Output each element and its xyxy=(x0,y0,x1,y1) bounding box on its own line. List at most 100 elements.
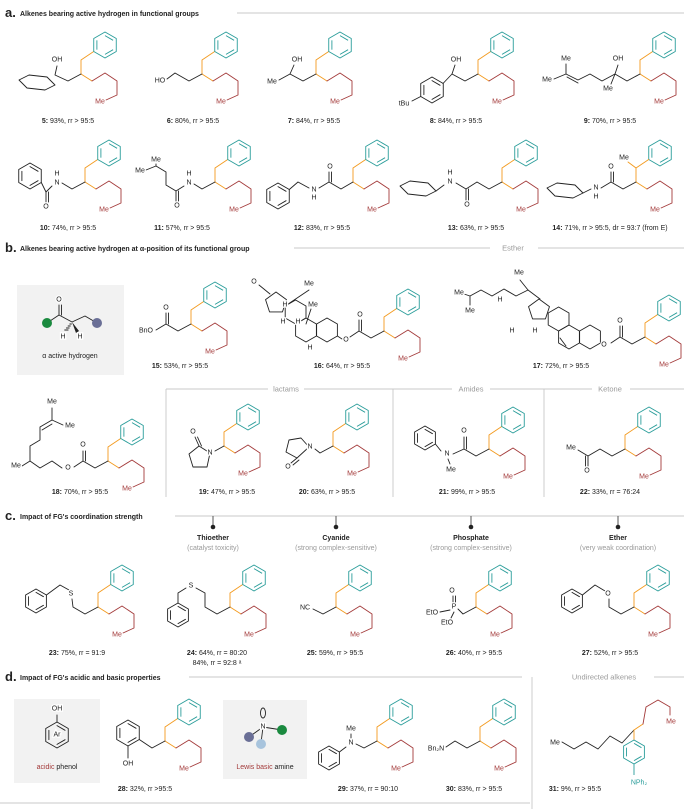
methyl-label: Me xyxy=(330,99,340,106)
compound-caption: 15: 53%, rr > 95:5 xyxy=(152,363,208,370)
bond xyxy=(349,330,360,338)
aromatic-bond xyxy=(400,716,410,722)
atom-label: Me xyxy=(566,445,576,452)
alkyl-chain xyxy=(486,605,513,634)
atom-label: Me xyxy=(465,308,475,315)
compound-caption: 18: 70%, rr > 95:5 xyxy=(52,489,108,496)
new-bond xyxy=(639,73,652,82)
atom-label: O xyxy=(601,342,607,349)
yield-selectivity: 63%, rr > 95:5 xyxy=(309,489,355,496)
atom-label: O xyxy=(343,337,349,344)
bond xyxy=(285,437,310,459)
aromatic-bond xyxy=(108,157,118,163)
phenyl-ring xyxy=(492,698,516,726)
aromatic-bond xyxy=(503,716,513,722)
bond xyxy=(559,337,567,347)
bond xyxy=(289,64,295,75)
methyl-label: Me xyxy=(492,99,502,106)
atom-label: N xyxy=(260,724,265,731)
atom-label: H xyxy=(60,334,65,341)
atom-label: Me xyxy=(135,168,145,175)
new-bond xyxy=(376,718,391,742)
aromatic-bond xyxy=(253,582,263,588)
new-bond xyxy=(80,73,93,82)
bond xyxy=(336,335,343,340)
bond xyxy=(445,740,481,749)
purple-substituent-dot xyxy=(92,318,102,328)
bond xyxy=(338,746,347,753)
yield-selectivity: 71%, rr > 95:5, dr = 93:7 (from E) xyxy=(563,225,668,232)
aromatic-bond xyxy=(657,568,667,574)
phenyl-ring xyxy=(177,698,201,726)
new-bond xyxy=(164,718,179,742)
coordination-tag: Ether(very weak coordination) xyxy=(580,516,656,552)
yield-selectivity: 83%, rr > 95:5 xyxy=(304,225,350,232)
yield-selectivity: 37%, rr = 90:10 xyxy=(348,786,398,793)
phenyl-ring xyxy=(561,588,583,614)
label-accent: acidic xyxy=(37,764,55,771)
yield-selectivity: 32%, rr >95:5 xyxy=(128,786,172,793)
label-rest: phenol xyxy=(54,764,77,771)
compound-caption-alt: 84%, rr = 92:8 ᵃ xyxy=(193,660,242,667)
compound-number: 12: xyxy=(294,225,304,232)
atom-label: O xyxy=(65,465,71,472)
methyl-label: Me xyxy=(654,99,664,106)
yield-selectivity: 99%, rr > 95:5 xyxy=(449,489,495,496)
aromatic-bond xyxy=(501,49,511,55)
section-b-header: b. Alkenes bearing active hydrogen at α-… xyxy=(5,240,684,255)
phenyl-ring xyxy=(637,406,661,434)
bond xyxy=(71,598,99,615)
bond xyxy=(284,289,310,307)
compound-caption: 17: 72%, rr > 95:5 xyxy=(533,363,589,370)
compound-number: 20: xyxy=(299,489,309,496)
aryl-ring xyxy=(420,76,444,104)
aromatic-bond xyxy=(376,157,386,163)
new-bond xyxy=(635,181,648,190)
atom-label: Me xyxy=(603,86,613,93)
new-bond xyxy=(475,584,490,608)
phenyl-ring xyxy=(652,31,676,59)
bond xyxy=(451,64,456,75)
bond xyxy=(312,606,337,615)
alkyl-chain xyxy=(512,180,539,209)
atom-label: O xyxy=(43,204,49,211)
atom-label: OH xyxy=(123,761,134,768)
atom-label: Me xyxy=(514,270,524,277)
alpha-hydrogen-label: α active hydrogen xyxy=(42,353,98,360)
aromatic-bond xyxy=(277,186,287,192)
compound-number: 11: xyxy=(154,225,164,232)
atom-label: H xyxy=(311,195,316,202)
compound-number: 24: xyxy=(187,650,197,657)
bond xyxy=(587,448,626,467)
aromatic-bond xyxy=(35,604,44,611)
compound-number: 17: xyxy=(533,363,543,370)
aromatic-bond xyxy=(525,157,535,163)
aromatic-bond xyxy=(188,702,198,708)
aromatic-bond xyxy=(499,582,509,588)
methyl-label: Me xyxy=(244,632,254,639)
yield-selectivity: 80%, rr > 95:5 xyxy=(173,118,219,125)
bond xyxy=(29,419,63,469)
bond xyxy=(452,448,465,455)
new-bond xyxy=(190,301,205,325)
methyl-label: Me xyxy=(205,349,215,356)
new-bond xyxy=(107,460,120,469)
atom-label: O xyxy=(174,203,180,210)
bond xyxy=(51,419,64,426)
alkyl-chain xyxy=(95,180,122,209)
bond xyxy=(457,606,477,615)
alkyl-chain xyxy=(108,605,135,634)
phenyl-ring xyxy=(203,281,227,309)
new-bond xyxy=(624,426,639,450)
bond xyxy=(290,457,298,464)
wedge-bond xyxy=(72,322,79,333)
aromatic-bond xyxy=(657,582,667,588)
atom-label: H xyxy=(186,171,191,178)
coordination-labels: Thioether(catalyst toxicity)Cyanide(stro… xyxy=(187,516,656,552)
aromatic-bond xyxy=(253,568,263,574)
